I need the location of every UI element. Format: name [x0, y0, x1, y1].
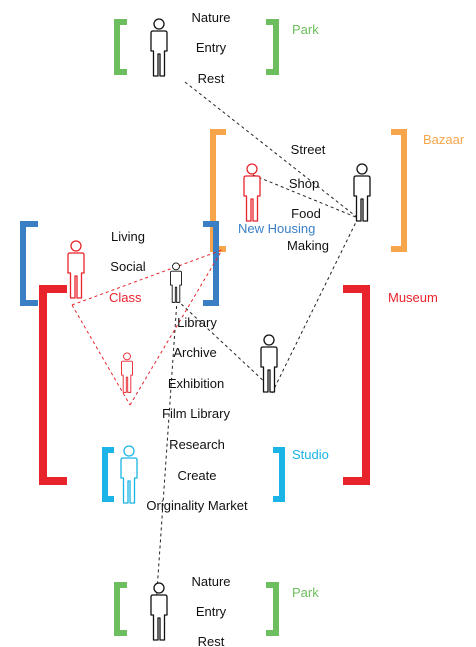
bazaar-item-street: Street	[290, 142, 326, 157]
studio-item-originality-market: Originality Market	[146, 498, 248, 513]
park-bottom-item-nature: Nature	[191, 574, 231, 589]
housing-bracket-right	[203, 221, 219, 306]
museum-item-film-library: Film Library	[162, 406, 230, 421]
person-icon	[170, 262, 182, 303]
link-class-to-housing	[71, 249, 223, 306]
person-icon	[243, 163, 261, 222]
class-tag: Class	[109, 290, 142, 305]
link-housing-to-museum	[176, 299, 269, 386]
studio-tag: Studio	[292, 447, 329, 462]
bazaar-tag: Bazaar	[423, 132, 465, 147]
museum-item-archive: Archive	[173, 345, 217, 360]
person-icon	[120, 445, 138, 504]
park-top-bracket-right	[266, 19, 279, 75]
park-top-bracket-left	[114, 19, 127, 75]
person-icon	[260, 334, 278, 393]
museum-bracket-right	[343, 285, 370, 485]
park-top-item-rest: Rest	[197, 71, 225, 86]
bazaar-bracket-left	[210, 129, 226, 252]
park-top-tag: Park	[292, 22, 319, 37]
park-bottom-item-entry: Entry	[195, 604, 227, 619]
link-shop-to-bazaar-person	[252, 174, 359, 219]
studio-bracket-left	[102, 447, 114, 502]
housing-tag: New Housing	[238, 221, 316, 236]
link-park-to-bazaar	[184, 81, 359, 219]
park-bottom-tag: Park	[292, 585, 319, 600]
housing-bracket-left	[20, 221, 38, 306]
studio-item-research: Research	[169, 437, 225, 452]
person-icon	[121, 352, 133, 393]
museum-item-library: Library	[177, 315, 217, 330]
link-class-to-lecture	[71, 304, 131, 406]
person-icon	[67, 240, 85, 299]
park-top-item-entry: Entry	[195, 40, 227, 55]
park-bottom-item-rest: Rest	[197, 634, 225, 647]
housing-item-social: Social	[110, 259, 146, 274]
museum-tag: Museum	[388, 290, 438, 305]
museum-item-exhibition: Exhibition	[167, 376, 225, 391]
bazaar-item-shop: Shop	[288, 176, 320, 191]
bazaar-item-making: Making	[287, 238, 329, 253]
housing-item-living: Living	[111, 229, 145, 244]
link-lecture-to-housing	[129, 249, 223, 406]
person-icon	[353, 163, 371, 222]
studio-bracket-right	[273, 447, 285, 502]
park-bottom-bracket-right	[266, 582, 279, 636]
bazaar-bracket-right	[391, 129, 407, 252]
person-icon	[150, 18, 168, 77]
museum-bracket-left	[39, 285, 67, 485]
studio-item-create: Create	[177, 468, 217, 483]
link-bazaar-to-museum	[271, 217, 359, 394]
bazaar-item-food: Food	[291, 206, 321, 221]
park-bottom-bracket-left	[114, 582, 127, 636]
person-icon	[150, 582, 168, 641]
park-top-item-nature: Nature	[191, 10, 231, 25]
